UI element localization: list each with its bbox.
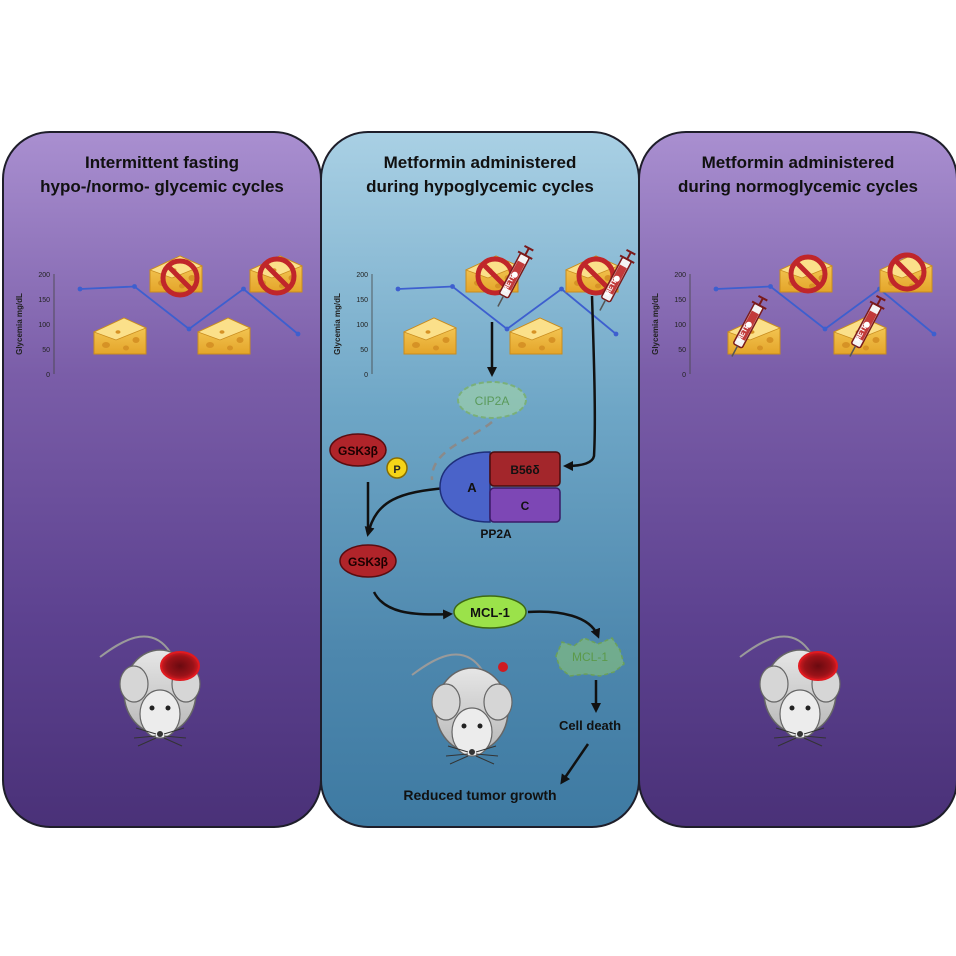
chart-point [77,286,83,292]
chart-tick-label: 100 [38,322,50,329]
chart-tick-label: 0 [682,372,686,379]
right-panel-icons [723,255,933,747]
middle-panel-icons: CIP2A GSK3β P A B56δ C PP2A GSK3β MCL-1 … [329,243,639,803]
chart-point [186,326,192,332]
pp2a-a-label: A [467,480,477,495]
chart-point [713,286,719,292]
chart-tick-label: 0 [46,372,50,379]
phosphate-label: P [393,464,400,476]
reduced-tumor-growth-label: Reduced tumor growth [403,787,556,803]
pp2a-a-subunit [439,451,491,523]
chart-point [822,326,828,332]
pp2a-b56d-label: B56δ [510,463,539,477]
panel-metformin-normoglycemic: Metformin administered during normoglyce… [638,131,956,828]
panel-title-line2: during normoglycemic cycles [678,177,918,196]
left-panel-icons [93,255,303,747]
pp2a-b56d-subunit [489,451,561,487]
chart-tick-label: 50 [678,347,686,354]
chart-tick-label: 100 [674,322,686,329]
chart-tick-label: 200 [674,272,686,279]
chart-point [613,331,619,337]
pp2a-label: PP2A [480,527,512,541]
cip2a-node [457,381,527,419]
tumor-icon [498,662,508,672]
gsk3b-node [339,544,397,578]
chart-tick-label: 150 [38,297,50,304]
cheese-icon [403,317,457,355]
pp2a-c-label: C [521,499,530,513]
chart-tick-label: 200 [356,272,368,279]
chart-point [241,286,246,292]
mcl1-degraded-node [555,637,625,677]
panel-title-line1: Metformin administered [383,153,577,172]
mcl1-node [453,595,527,629]
chart-point [504,326,510,332]
tumor-icon [798,651,838,681]
gsk3b-phospho-label: GSK3β [338,444,378,458]
chart-tick-label: 0 [364,372,368,379]
chart-y-label: Glycemia mg/dL [651,293,660,355]
chart-point [559,286,564,292]
phosphate-icon [386,457,408,479]
cheese-icon [93,317,147,355]
panel-title-line1: Metformin administered [701,153,895,172]
cheese-icon [509,317,563,355]
chart-point [450,284,455,289]
cip2a-label: CIP2A [475,394,510,408]
chart-tick-label: 150 [674,297,686,304]
chart-point [132,284,137,289]
chart-point [395,286,401,292]
chart-tick-label: 50 [360,347,368,354]
pp2a-c-subunit [489,487,561,523]
chart-point [768,284,773,289]
panel-title-line2: during hypoglycemic cycles [366,177,594,196]
panel-title-line1: Intermittent fasting [85,153,239,172]
chart-tick-label: 100 [356,322,368,329]
chart-tick-label: 50 [42,347,50,354]
cheese-icon [197,317,251,355]
chart-point [931,331,937,337]
chart-y-label: Glycemia mg/dL [333,293,342,355]
panel-title-line2: hypo-/normo- glycemic cycles [40,177,284,196]
cell-death-label: Cell death [559,718,621,733]
mcl1-degraded-label: MCL-1 [572,650,608,664]
gsk3b-label: GSK3β [348,555,388,569]
mcl1-label: MCL-1 [470,605,510,620]
mouse-icon [411,653,513,765]
gsk3b-phospho-node [329,433,387,467]
chart-point [295,331,301,337]
chart-tick-label: 200 [38,272,50,279]
chart-y-label: Glycemia mg/dL [15,293,24,355]
chart-tick-label: 150 [356,297,368,304]
tumor-icon [160,651,200,681]
